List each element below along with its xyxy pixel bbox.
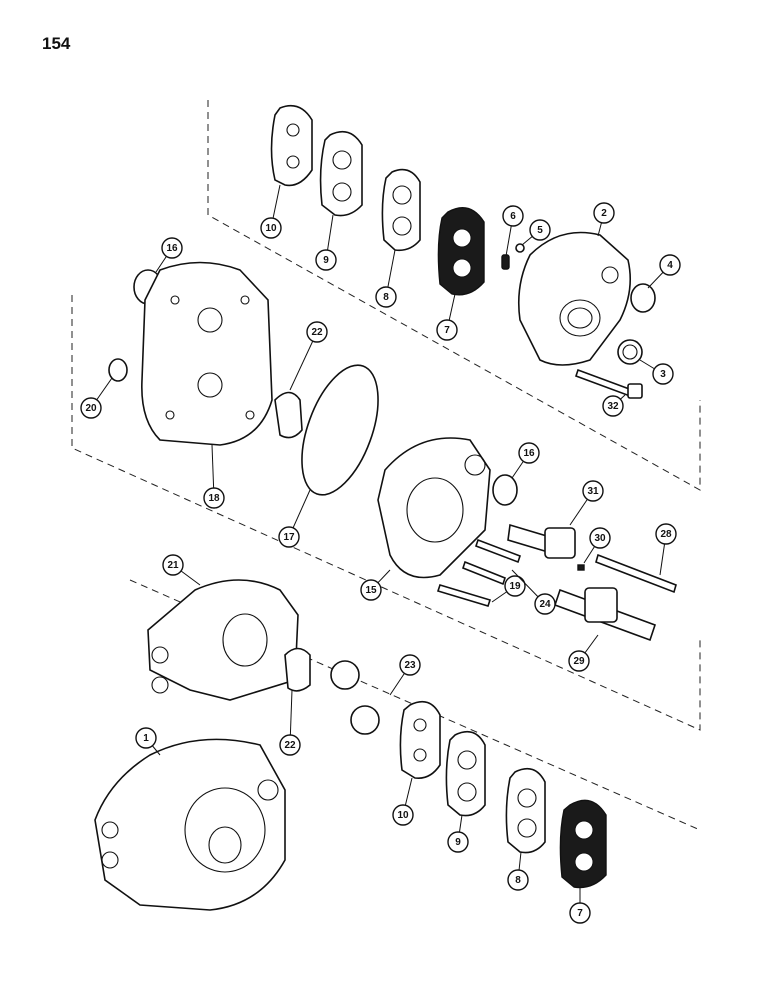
callout-circle-0 [260, 217, 282, 239]
bottom-assembly-boundary [129, 579, 701, 831]
callout-number: 7 [577, 908, 583, 919]
plate-10-upper [270, 104, 313, 187]
callout-number: 18 [208, 493, 220, 504]
callout-circle-4 [502, 205, 524, 227]
page-number: 154 [42, 34, 71, 53]
callout-number: 17 [283, 532, 295, 543]
callout-number: 9 [455, 837, 461, 848]
upper-assembly-boundary [207, 100, 701, 491]
callout-circle-16 [582, 480, 604, 502]
callout-circle-12 [203, 487, 225, 509]
callout-number: 15 [365, 585, 377, 596]
callout-circle-18 [655, 523, 677, 545]
plate-18 [141, 261, 273, 446]
bolt-32 [574, 368, 643, 399]
o-ring-20 [108, 358, 128, 382]
callout-number: 30 [594, 533, 606, 544]
callout-number: 31 [587, 486, 599, 497]
callout-circle-2 [375, 286, 397, 308]
callout-circle-20 [504, 575, 526, 597]
gears-23 [330, 660, 380, 735]
bolts-24 [462, 538, 522, 586]
plate-22-upper [274, 391, 303, 439]
callout-circle-29 [507, 869, 529, 891]
key-30 [577, 564, 585, 571]
gasket-8-lower [505, 767, 546, 854]
callout-number: 7 [444, 325, 450, 336]
callout-number: 32 [607, 401, 619, 412]
callout-circle-13 [306, 321, 328, 343]
callout-circle-22 [568, 650, 590, 672]
callout-circle-14 [278, 526, 300, 548]
callout-number: 8 [383, 292, 389, 303]
gasket-9-lower [445, 730, 486, 817]
callout-circle-23 [162, 554, 184, 576]
callout-circle-6 [593, 202, 615, 224]
callout-circle-19 [360, 579, 382, 601]
lower-assembly-boundary [71, 295, 701, 731]
pin-28 [595, 553, 677, 594]
callout-number: 16 [166, 243, 178, 254]
callout-number: 16 [523, 448, 535, 459]
gear-shaft-31 [507, 523, 576, 559]
callout-number: 1 [143, 733, 149, 744]
callout-number: 4 [667, 260, 673, 271]
callout-circle-11 [80, 397, 102, 419]
callout-circle-8 [652, 363, 674, 385]
callout-circle-9 [602, 395, 624, 417]
seal-7-lower [559, 799, 607, 889]
plate-22-lower [284, 647, 311, 692]
cover-2 [517, 231, 631, 366]
body-21 [147, 579, 299, 701]
callout-circle-26 [135, 727, 157, 749]
callout-number: 24 [539, 599, 551, 610]
callout-circle-24 [399, 654, 421, 676]
callout-circle-28 [447, 831, 469, 853]
ball-5 [515, 243, 525, 253]
gear-shaft-29 [553, 587, 657, 642]
callout-number: 29 [573, 656, 585, 667]
callout-circle-25 [279, 734, 301, 756]
callout-number: 2 [601, 208, 607, 219]
callout-number: 20 [85, 403, 97, 414]
callout-number: 22 [311, 327, 323, 338]
callout-number: 28 [660, 529, 672, 540]
o-ring-17 [301, 364, 379, 496]
callout-circle-17 [589, 527, 611, 549]
callout-circle-27 [392, 804, 414, 826]
callout-number: 22 [284, 740, 296, 751]
seal-7-upper [437, 207, 485, 296]
callout-number: 23 [404, 660, 416, 671]
pin-6 [501, 254, 510, 270]
callout-circle-30 [569, 902, 591, 924]
callout-circle-1 [315, 249, 337, 271]
callout-number: 3 [660, 369, 666, 380]
plate-10-lower [399, 700, 441, 780]
callout-circle-10 [161, 237, 183, 259]
callout-number: 21 [167, 560, 179, 571]
o-ring-4 [630, 283, 656, 313]
callout-circle-21 [534, 593, 556, 615]
callout-circle-7 [659, 254, 681, 276]
bolt-19 [436, 584, 492, 607]
callout-number: 10 [265, 223, 277, 234]
seal-3 [617, 339, 643, 365]
callout-number: 9 [323, 255, 329, 266]
gasket-8-upper [381, 168, 421, 252]
callout-number: 5 [537, 225, 543, 236]
callout-number: 10 [397, 810, 409, 821]
callout-circle-3 [436, 319, 458, 341]
callout-circle-5 [529, 219, 551, 241]
callout-number: 6 [510, 211, 516, 222]
pump-body-1 [94, 738, 286, 911]
callout-number: 8 [515, 875, 521, 886]
callout-number: 19 [509, 581, 521, 592]
gasket-9-upper [319, 130, 363, 217]
housing-15 [377, 437, 491, 579]
callout-circle-15 [518, 442, 540, 464]
o-ring-16-middle [492, 474, 518, 506]
